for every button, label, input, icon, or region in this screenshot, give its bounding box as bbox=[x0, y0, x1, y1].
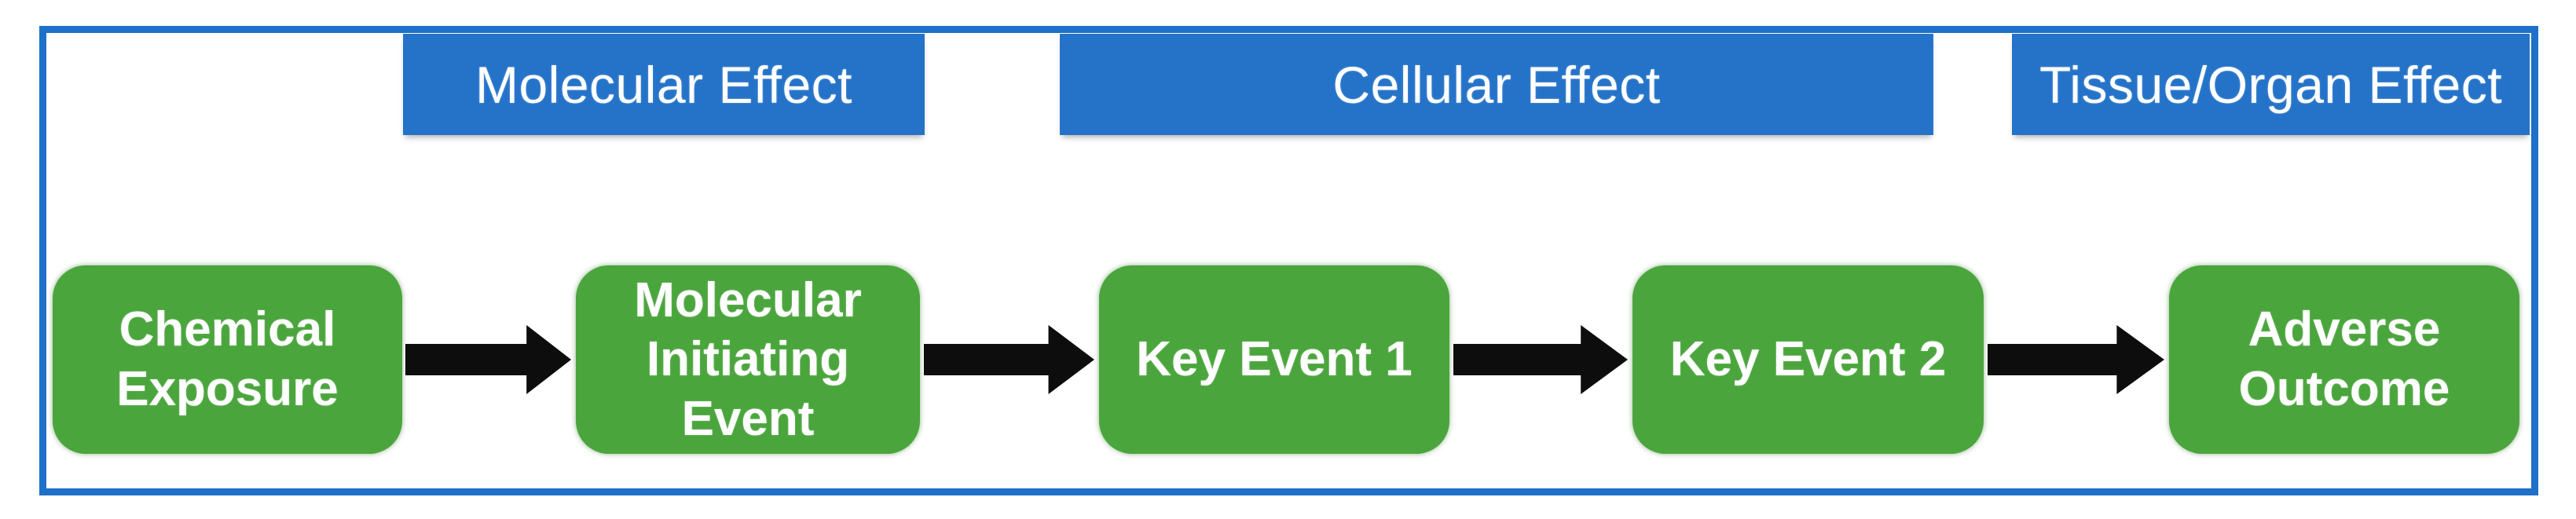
node-chemical-exposure: Chemical Exposure bbox=[53, 265, 402, 454]
node-key-event-2: Key Event 2 bbox=[1632, 265, 1984, 454]
header-tissue-organ-effect-label: Tissue/Organ Effect bbox=[2039, 55, 2503, 114]
header-molecular-effect-label: Molecular Effect bbox=[475, 55, 852, 114]
node-key-event-1: Key Event 1 bbox=[1099, 265, 1449, 454]
header-cellular-effect: Cellular Effect bbox=[1060, 34, 1933, 135]
header-tissue-organ-effect: Tissue/Organ Effect bbox=[2012, 34, 2530, 135]
node-key-event-2-label: Key Event 2 bbox=[1669, 332, 1947, 387]
flow-arrow-icon bbox=[1988, 320, 2165, 399]
node-chemical-exposure-label: Chemical Exposure bbox=[116, 302, 339, 416]
header-molecular-effect: Molecular Effect bbox=[403, 34, 925, 135]
node-key-event-1-label: Key Event 1 bbox=[1136, 332, 1413, 387]
node-molecular-initiating-event: Molecular Initiating Event bbox=[576, 265, 920, 454]
flow-arrow-icon bbox=[1453, 320, 1629, 399]
flow-arrow-icon bbox=[405, 320, 572, 399]
node-adverse-outcome-label: Adverse Outcome bbox=[2238, 302, 2450, 416]
diagram-border-frame bbox=[39, 26, 2538, 495]
flow-arrow-icon bbox=[924, 320, 1095, 399]
header-cellular-effect-label: Cellular Effect bbox=[1332, 55, 1661, 114]
node-adverse-outcome: Adverse Outcome bbox=[2169, 265, 2519, 454]
node-molecular-initiating-event-label: Molecular Initiating Event bbox=[634, 272, 862, 446]
